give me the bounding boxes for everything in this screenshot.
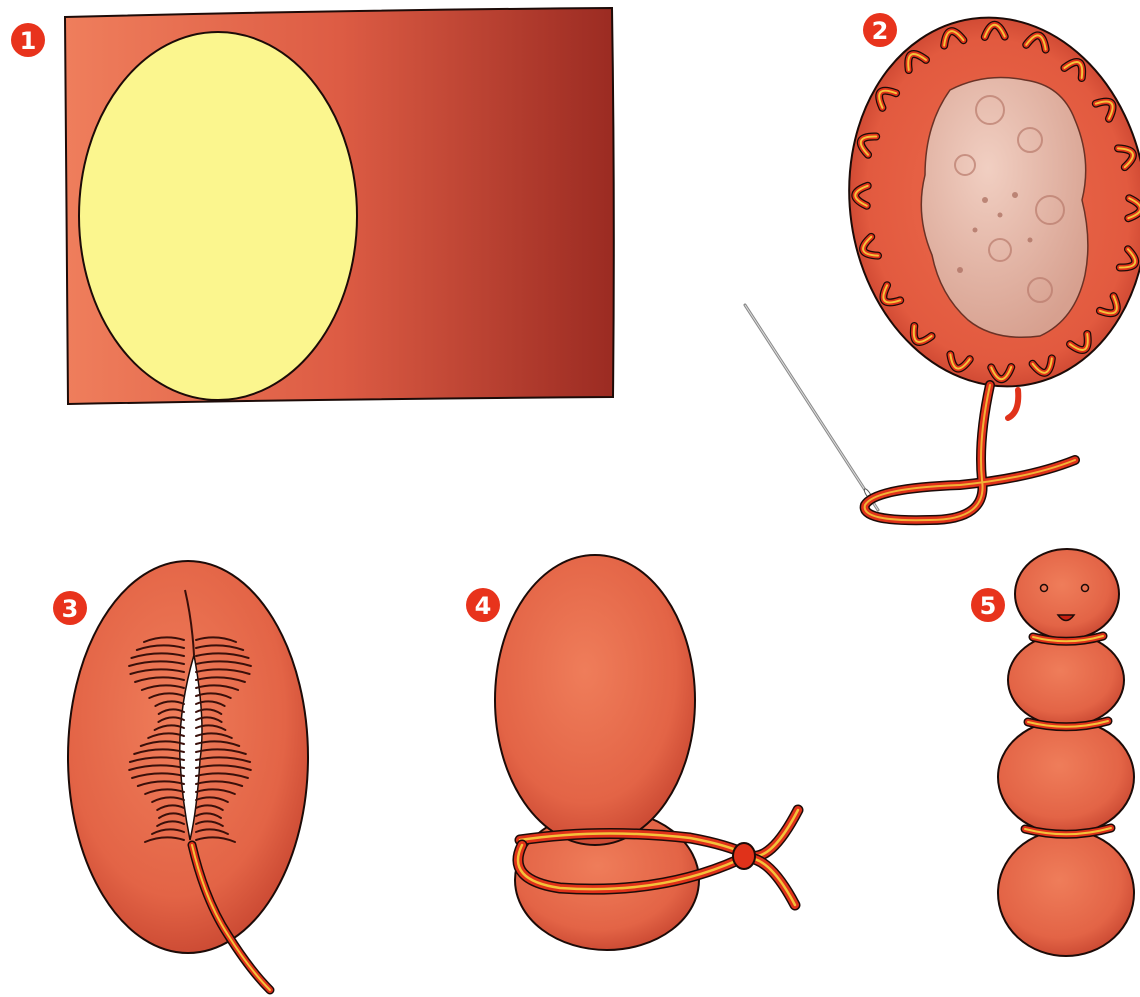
step-5-number: 5 xyxy=(980,592,997,620)
doll-bottom-ball xyxy=(998,830,1134,956)
doll-head xyxy=(1015,549,1119,639)
step-3-group xyxy=(68,561,308,990)
doll-middle-ball xyxy=(998,720,1134,834)
step-1-badge: 1 xyxy=(11,23,45,57)
step-2-number: 2 xyxy=(872,17,889,45)
doll-upper-ball xyxy=(1008,634,1124,726)
step-3-number: 3 xyxy=(62,595,79,623)
step-2-badge: 2 xyxy=(863,13,897,47)
oval-cutout xyxy=(79,32,357,400)
step-5-group xyxy=(998,549,1134,956)
step-1-number: 1 xyxy=(20,27,37,55)
knot xyxy=(733,843,755,869)
step-4-number: 4 xyxy=(475,592,492,620)
step-2-group xyxy=(745,0,1140,520)
step-4-badge: 4 xyxy=(466,588,500,622)
head-ball xyxy=(495,555,695,845)
step-4-group xyxy=(495,555,798,950)
step-3-badge: 3 xyxy=(53,591,87,625)
thread-tail xyxy=(1008,390,1018,418)
step-5-badge: 5 xyxy=(971,588,1005,622)
loose-thread xyxy=(865,385,1075,520)
step-1-group xyxy=(65,8,614,404)
